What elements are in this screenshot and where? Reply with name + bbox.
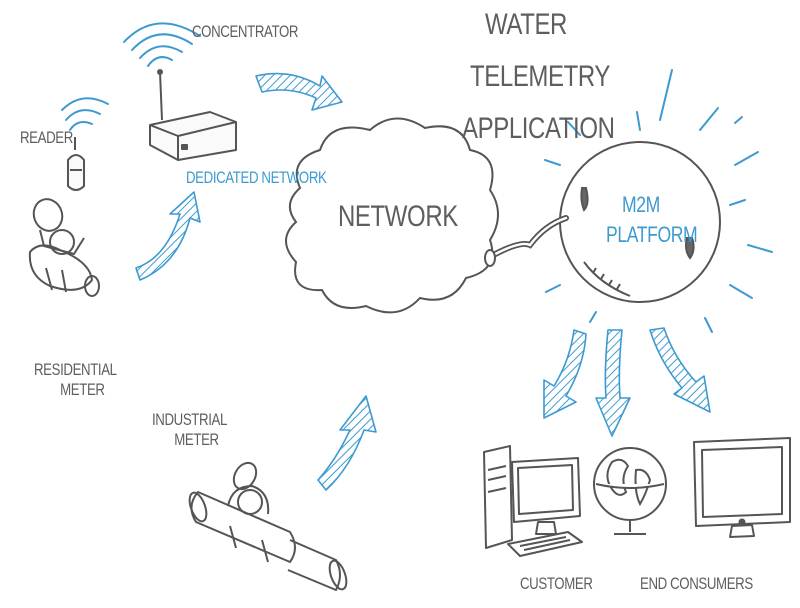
desktop-computer-icon xyxy=(483,445,583,557)
globe-icon xyxy=(593,447,667,535)
arrow-industrial-to-network xyxy=(317,395,377,491)
arrow-concentrator-to-network xyxy=(255,72,343,111)
residential-meter-label: RESIDENTIAL METER xyxy=(34,360,117,399)
residential-label-line2: METER xyxy=(60,379,105,399)
concentrator-label: CONCENTRATOR xyxy=(192,22,299,41)
industrial-label-line1: INDUSTRIAL xyxy=(152,410,227,429)
customer-label: CUSTOMER xyxy=(520,574,593,593)
dedicated-network-label: DEDICATED NETWORK xyxy=(186,168,327,187)
residential-meter-icon xyxy=(28,198,100,297)
platform-label: PLATFORM xyxy=(606,222,698,247)
end-consumers-label: END CONSUMERS xyxy=(640,574,753,593)
platform-m2m-label: M2M xyxy=(622,192,660,217)
arrow-platform-to-end-consumers xyxy=(649,327,711,413)
reader-icon xyxy=(67,137,85,191)
water-label: WATER xyxy=(485,8,567,41)
concentrator-signal-icon xyxy=(123,22,201,67)
arrow-platform-to-web xyxy=(595,329,631,437)
concentrator-icon xyxy=(149,69,237,161)
industrial-meter-label: INDUSTRIAL METER xyxy=(152,410,227,449)
network-label: NETWORK xyxy=(338,200,458,233)
arrow-meter-to-dedicated-network xyxy=(135,191,201,281)
m2m-platform-icon xyxy=(559,141,721,303)
reader-signal-icon xyxy=(61,97,109,131)
industrial-label-line2: METER xyxy=(174,429,219,449)
telemetry-label: TELEMETRY xyxy=(470,60,610,93)
platform-rays xyxy=(544,69,773,333)
residential-label-line1: RESIDENTIAL xyxy=(34,360,117,379)
industrial-meter-icon xyxy=(188,461,348,591)
monitor-icon xyxy=(693,437,791,538)
application-label: APPLICATION xyxy=(462,112,615,145)
arrow-platform-to-customer xyxy=(543,329,587,419)
reader-label: READER xyxy=(20,128,73,147)
